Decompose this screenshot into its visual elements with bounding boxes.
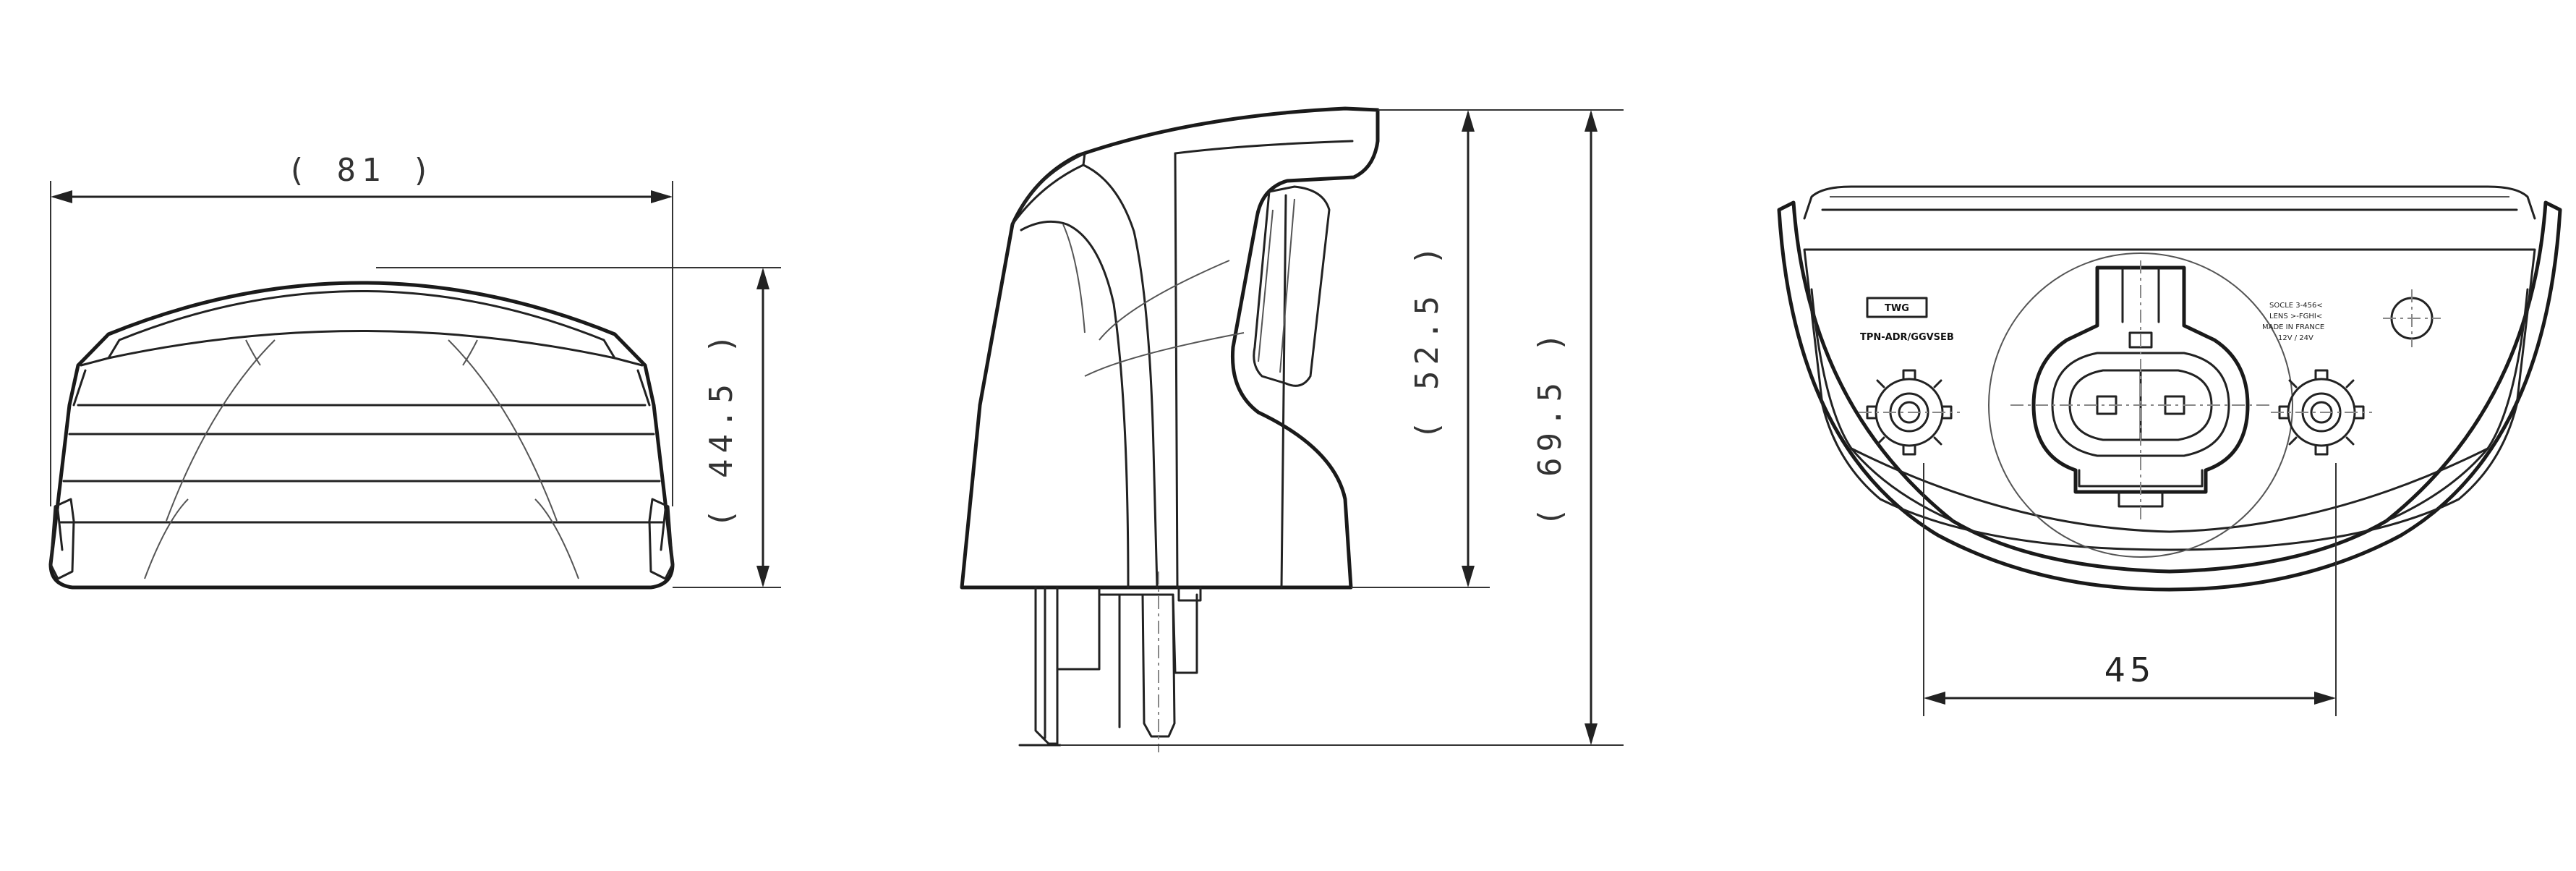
back-logo: TWG [1885,303,1909,314]
back-lamp-circle [1988,252,2293,558]
dim-width-front: ( 81 ) [50,152,673,506]
back-top-lip [1803,185,2536,220]
dim-height-side-total: ( 69.5 ) [1060,109,1624,746]
dim-fixing-spacing-label: 45 [2104,650,2156,689]
back-outer-contour [1777,200,2562,592]
dim-fixing-spacing: 45 [1923,463,2337,716]
back-lens-marking: LENS >-FGHI< [2269,313,2322,320]
dim-height-side-body: ( 52.5 ) [1351,109,1490,588]
side-prism [1253,185,1331,387]
side-view [960,106,1380,752]
side-connector [1034,586,1059,745]
dim-width-front-label: ( 81 ) [287,152,437,189]
front-right-clip [648,498,674,580]
back-socket-marking: SOCLE 3-456< [2269,302,2323,310]
front-lens-top [107,290,616,360]
back-logo-box [1866,297,1928,318]
front-left-clip [49,498,75,580]
back-left-fixing [1859,369,1960,456]
back-base-plate [1803,248,2536,551]
back-connector-housing [2031,265,2250,494]
back-right-fixing [2271,369,2372,456]
side-outer-contour [960,106,1380,590]
back-origin-marking: MADE IN FRANCE [2262,323,2324,331]
back-part-number: TPN-ADR/GGVSEB [1860,332,1954,343]
dim-height-front: ( 44.5 ) [376,267,781,588]
side-lens-face [1011,152,1086,226]
dim-height-side-total-label: ( 69.5 ) [1532,327,1569,527]
dim-height-front-label: ( 44.5 ) [703,328,740,528]
front-lens-sides [72,369,651,407]
front-outer-contour [48,281,675,590]
back-view: TWG TPN-ADR/GGVSEB SOCLE 3-456< LENS >-F… [1777,185,2562,592]
dim-height-side-body-label: ( 52.5 ) [1409,240,1446,440]
front-view [48,281,675,590]
back-voltage-marking: 12V / 24V [2278,334,2313,342]
